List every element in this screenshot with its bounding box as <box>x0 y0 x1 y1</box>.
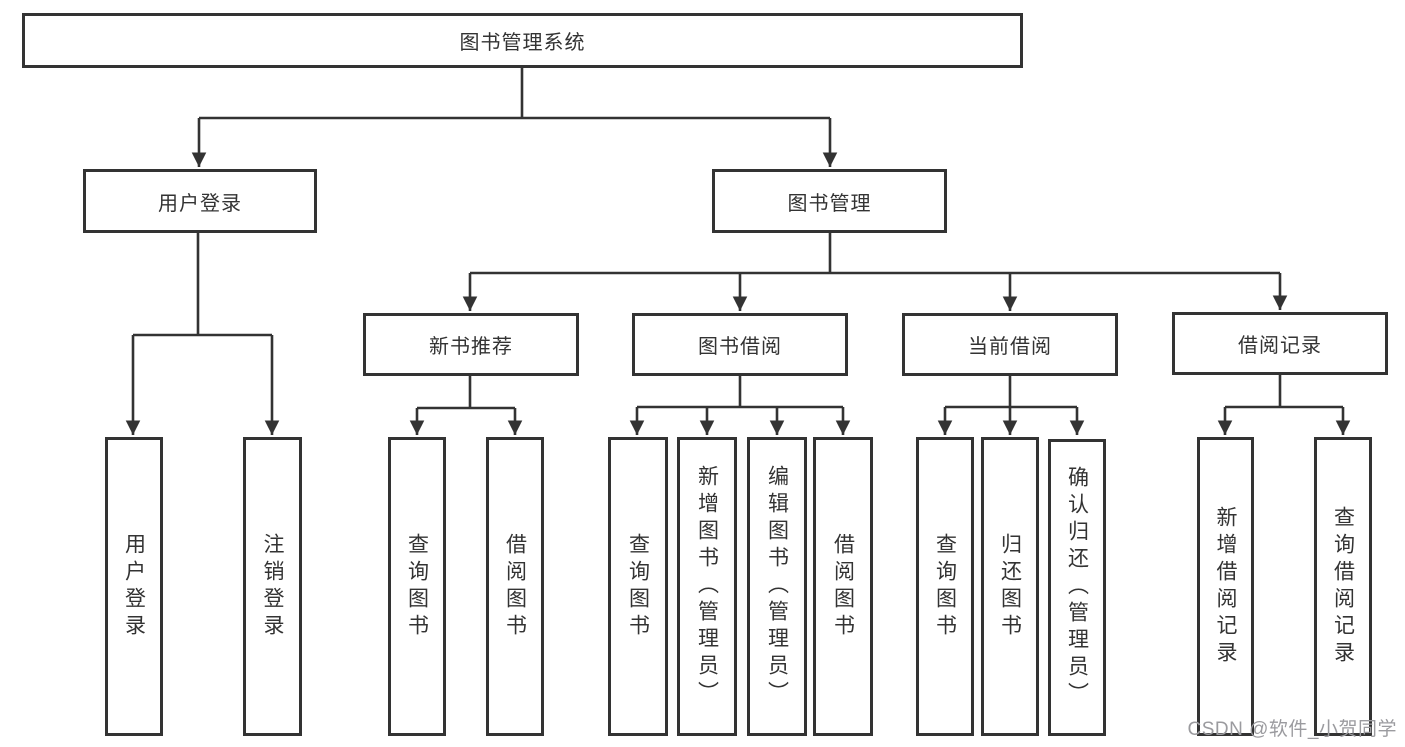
leaf-label: 查询借阅记录 <box>1331 505 1355 668</box>
leaf-query-books-borrowing: 查询图书 <box>608 437 668 736</box>
leaf-label: 查询图书 <box>933 532 957 641</box>
leaf-add-borrow-record: 新增借阅记录 <box>1197 437 1254 736</box>
leaf-label: 编辑图书（管理员） <box>765 465 789 708</box>
leaf-label: 查询图书 <box>405 532 429 641</box>
node-book-borrowing: 图书借阅 <box>632 313 848 376</box>
leaf-query-books-current: 查询图书 <box>916 437 974 736</box>
leaf-label: 注销登录 <box>261 532 284 641</box>
leaf-borrow-books-borrowing: 借阅图书 <box>813 437 873 736</box>
node-borrowing-records: 借阅记录 <box>1172 312 1388 375</box>
leaf-edit-books-admin: 编辑图书（管理员） <box>747 437 807 736</box>
leaf-label: 借阅图书 <box>503 532 527 641</box>
watermark: CSDN @软件_小贺同学 <box>1187 719 1397 740</box>
leaf-logout-login: 注销登录 <box>243 437 302 736</box>
node-library-system-root: 图书管理系统 <box>22 13 1023 68</box>
leaf-query-borrow-record: 查询借阅记录 <box>1314 437 1372 736</box>
leaf-confirm-return-admin: 确认归还（管理员） <box>1048 439 1106 736</box>
leaf-label: 新增图书（管理员） <box>695 465 719 708</box>
node-book-management: 图书管理 <box>712 169 947 233</box>
node-new-book-recommendation: 新书推荐 <box>363 313 579 376</box>
leaf-label: 查询图书 <box>626 532 650 641</box>
leaf-label: 归还图书 <box>998 532 1022 641</box>
leaf-label: 新增借阅记录 <box>1214 505 1237 668</box>
node-current-borrowing: 当前借阅 <box>902 313 1118 376</box>
leaf-borrow-books-recommend: 借阅图书 <box>486 437 544 736</box>
leaf-query-books-recommend: 查询图书 <box>388 437 446 736</box>
leaf-return-books: 归还图书 <box>981 437 1039 736</box>
leaf-label: 确认归还（管理员） <box>1065 466 1089 709</box>
leaf-user-login: 用户登录 <box>105 437 163 736</box>
leaf-label: 用户登录 <box>122 532 146 641</box>
leaf-label: 借阅图书 <box>831 532 855 641</box>
leaf-add-books-admin: 新增图书（管理员） <box>677 437 737 736</box>
node-user-login: 用户登录 <box>83 169 317 233</box>
